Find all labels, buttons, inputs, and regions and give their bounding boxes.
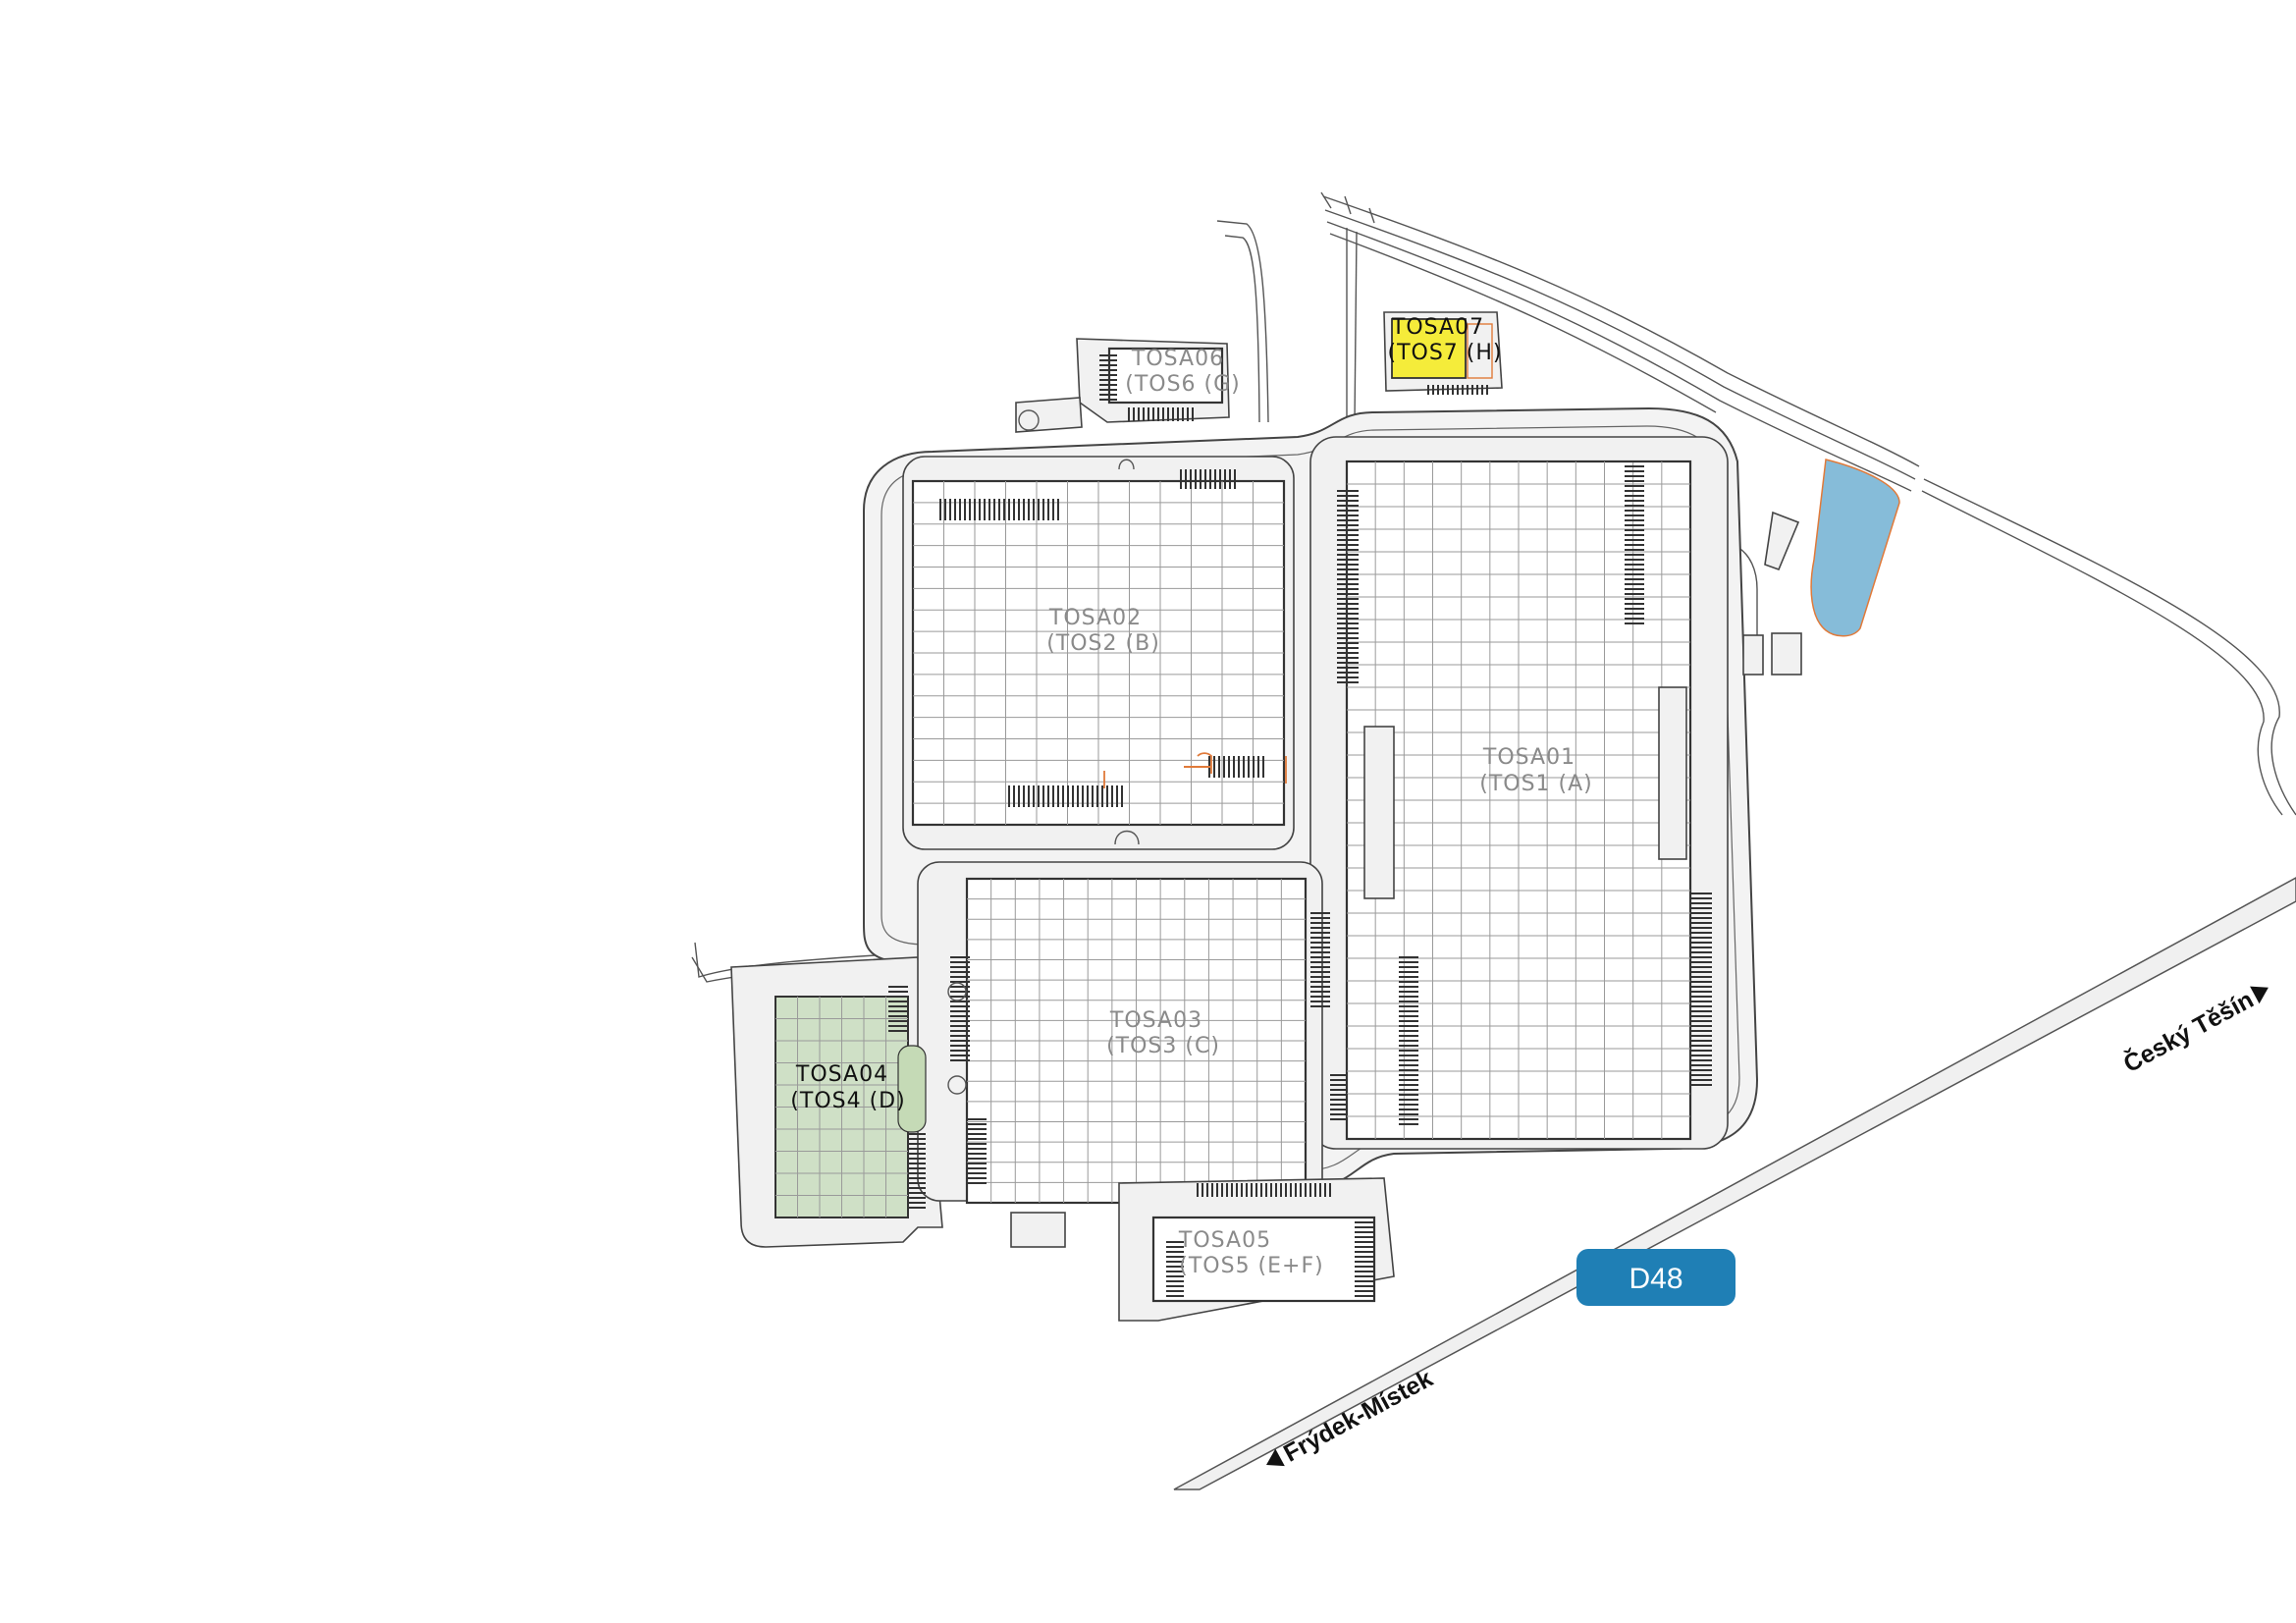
building-tosa05 <box>1010 1177 1395 1322</box>
loading-docks-tosa02-bottom <box>1008 756 1264 807</box>
label-tosa04-sub: (TOS4 (D) <box>790 1089 905 1113</box>
label-tosa07-code: TOSA07 <box>1391 315 1484 340</box>
highway-direction-east: Český Těšín <box>2118 984 2269 1078</box>
label-tosa02-sub: (TOS2 (B) <box>1046 631 1160 656</box>
building-tosa01 <box>1309 436 1729 1150</box>
label-tosa03-sub: (TOS3 (C) <box>1106 1034 1220 1058</box>
highway-d48 <box>1173 478 2296 1490</box>
label-tosa05-sub: (TOS5 (E+F) <box>1179 1254 1323 1278</box>
building-tosa07 <box>1383 311 1503 395</box>
grid-tosa04 <box>775 997 908 1217</box>
grid-tosa01 <box>1347 461 1690 1139</box>
label-tosa01-code: TOSA01 <box>1482 745 1575 770</box>
label-tosa01-sub: (TOS1 (A) <box>1479 772 1593 796</box>
grid-tosa02 <box>913 481 1284 825</box>
utility-structures <box>1742 511 1802 676</box>
building-labels: TOSA01 (TOS1 (A) TOSA02 (TOS2 (B) TOSA03… <box>790 315 1593 1278</box>
loading-docks-tosa05 <box>1166 1221 1374 1297</box>
loading-docks-tosa04 <box>888 986 926 1209</box>
building-tosa02 <box>902 456 1295 850</box>
loading-docks-tosa02-top <box>939 469 1236 520</box>
loading-docks-tosa06 <box>1099 354 1194 421</box>
highway-direction-west: Frýdek-Místek <box>1266 1365 1437 1468</box>
loading-docks-tosa07 <box>1427 385 1488 395</box>
loading-docks-tosa03-west <box>950 956 987 1184</box>
building-tosa04 <box>774 986 927 1218</box>
direction-frydek-mistek: Frýdek-Místek <box>1279 1365 1437 1468</box>
label-tosa02-code: TOSA02 <box>1048 606 1142 630</box>
loading-docks-tosa03-east <box>1310 912 1348 1120</box>
arrow-right-icon <box>2250 986 2269 1004</box>
highway-badge-label: D48 <box>1629 1263 1682 1295</box>
loading-docks-tosa05-front <box>1197 1183 1331 1197</box>
retention-pond <box>1810 459 1900 637</box>
direction-cesky-tesin: Český Těšín <box>2118 984 2259 1078</box>
label-tosa07-sub: (TOS7 (H) <box>1387 341 1502 365</box>
label-tosa03-code: TOSA03 <box>1109 1008 1202 1033</box>
building-tosa06 <box>1015 338 1230 433</box>
arrow-left-icon <box>1266 1448 1285 1467</box>
label-tosa06-code: TOSA06 <box>1131 347 1224 371</box>
highway-badge-d48: D48 <box>1576 1249 1735 1306</box>
label-tosa06-sub: (TOS6 (G) <box>1125 372 1241 397</box>
label-tosa05-code: TOSA05 <box>1178 1228 1271 1253</box>
railway-siding <box>1320 191 1920 492</box>
label-tosa04-code: TOSA04 <box>795 1062 888 1087</box>
